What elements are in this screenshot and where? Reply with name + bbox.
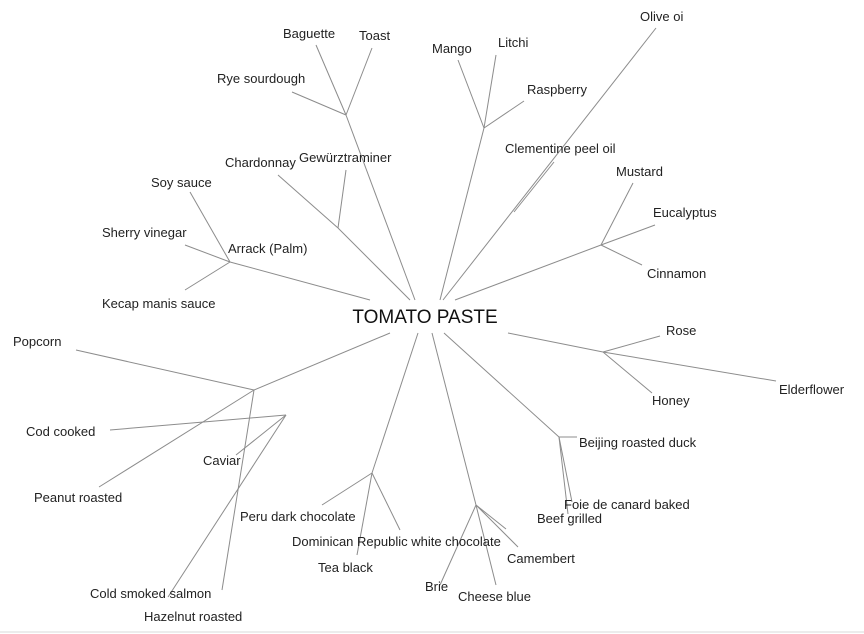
leaf-node-label: Peanut roasted bbox=[34, 490, 122, 505]
branch-line bbox=[600, 224, 656, 246]
branch-line bbox=[602, 351, 777, 382]
branch-line bbox=[221, 389, 255, 591]
leaf-node-label: Cod cooked bbox=[26, 424, 95, 439]
branch-line bbox=[98, 389, 255, 488]
leaf-node-label: Sherry vinegar bbox=[102, 225, 187, 240]
leaf-node-label: Soy sauce bbox=[151, 175, 212, 190]
branch-line bbox=[457, 59, 485, 129]
branch-line bbox=[345, 47, 373, 116]
leaf-node-label: Clementine peel oil bbox=[505, 141, 616, 156]
branch-line bbox=[371, 332, 419, 474]
leaf-node-label: Hazelnut roasted bbox=[144, 609, 242, 624]
leaf-node-label: Cinnamon bbox=[647, 266, 706, 281]
branch-line bbox=[337, 227, 411, 301]
branch-line bbox=[558, 436, 569, 515]
branch-line bbox=[167, 414, 287, 598]
branch-line bbox=[184, 261, 231, 291]
branch-line bbox=[235, 414, 287, 456]
branch-line bbox=[483, 54, 497, 129]
leaf-node-label: Olive oi bbox=[640, 9, 683, 24]
leaf-node-label: Caviar bbox=[203, 453, 241, 468]
leaf-node-label: Foie de canard baked bbox=[564, 497, 690, 512]
branch-line bbox=[184, 244, 231, 263]
branch-line bbox=[337, 169, 347, 229]
branch-line bbox=[277, 174, 339, 229]
leaf-node-label: Beef grilled bbox=[537, 511, 602, 526]
branch-line bbox=[513, 161, 555, 213]
leaf-node-label: Mustard bbox=[616, 164, 663, 179]
branch-line bbox=[253, 332, 391, 391]
leaf-node-label: Cheese blue bbox=[458, 589, 531, 604]
branch-line bbox=[507, 332, 604, 353]
branch-line bbox=[602, 351, 653, 394]
branch-lines bbox=[75, 27, 777, 598]
branch-line bbox=[475, 504, 519, 548]
branch-line bbox=[439, 504, 477, 586]
branch-line bbox=[454, 244, 602, 301]
leaf-node-label: Camembert bbox=[507, 551, 575, 566]
leaf-node-label: Popcorn bbox=[13, 334, 61, 349]
leaf-node-label: Elderflower bbox=[779, 382, 845, 397]
leaf-node-label: Rose bbox=[666, 323, 696, 338]
leaf-node-label: Dominican Republic white chocolate bbox=[292, 534, 501, 549]
branch-line bbox=[442, 27, 657, 301]
branch-line bbox=[229, 261, 371, 301]
leaf-node-label: Baguette bbox=[283, 26, 335, 41]
leaf-node-label: Chardonnay bbox=[225, 155, 296, 170]
leaf-node-label: Cold smoked salmon bbox=[90, 586, 211, 601]
branch-line bbox=[475, 504, 497, 586]
branch-line bbox=[371, 472, 401, 531]
leaf-node-label: Toast bbox=[359, 28, 390, 43]
leaf-node-label: Peru dark chocolate bbox=[240, 509, 356, 524]
leaf-node-label: Eucalyptus bbox=[653, 205, 717, 220]
branch-line bbox=[345, 114, 416, 301]
leaf-node-label: Beijing roasted duck bbox=[579, 435, 697, 450]
branch-line bbox=[75, 349, 255, 391]
branch-line bbox=[356, 472, 373, 556]
branch-line bbox=[439, 127, 485, 301]
branch-line bbox=[189, 191, 231, 263]
branch-line bbox=[315, 44, 347, 116]
leaf-node-label: Litchi bbox=[498, 35, 528, 50]
branch-line bbox=[109, 414, 287, 431]
branch-line bbox=[600, 182, 634, 246]
branch-line bbox=[443, 332, 560, 438]
leaf-node-label: Honey bbox=[652, 393, 690, 408]
branch-line bbox=[475, 504, 507, 530]
leaf-node-label: Arrack (Palm) bbox=[228, 241, 307, 256]
branch-line bbox=[602, 335, 661, 353]
branch-line bbox=[600, 244, 643, 266]
branch-line bbox=[558, 436, 573, 503]
leaf-node-label: Rye sourdough bbox=[217, 71, 305, 86]
branch-line bbox=[291, 91, 347, 116]
branch-line bbox=[483, 100, 525, 129]
branch-line bbox=[321, 472, 373, 506]
branch-line bbox=[431, 332, 477, 506]
leaf-node-label: Mango bbox=[432, 41, 472, 56]
center-node-label: TOMATO PASTE bbox=[352, 307, 497, 328]
leaf-node-label: Kecap manis sauce bbox=[102, 296, 215, 311]
leaf-node-label: Brie bbox=[425, 579, 448, 594]
leaf-node-label: Gewürztraminer bbox=[299, 150, 392, 165]
leaf-node-label: Raspberry bbox=[527, 82, 587, 97]
leaf-node-label: Tea black bbox=[318, 560, 373, 575]
